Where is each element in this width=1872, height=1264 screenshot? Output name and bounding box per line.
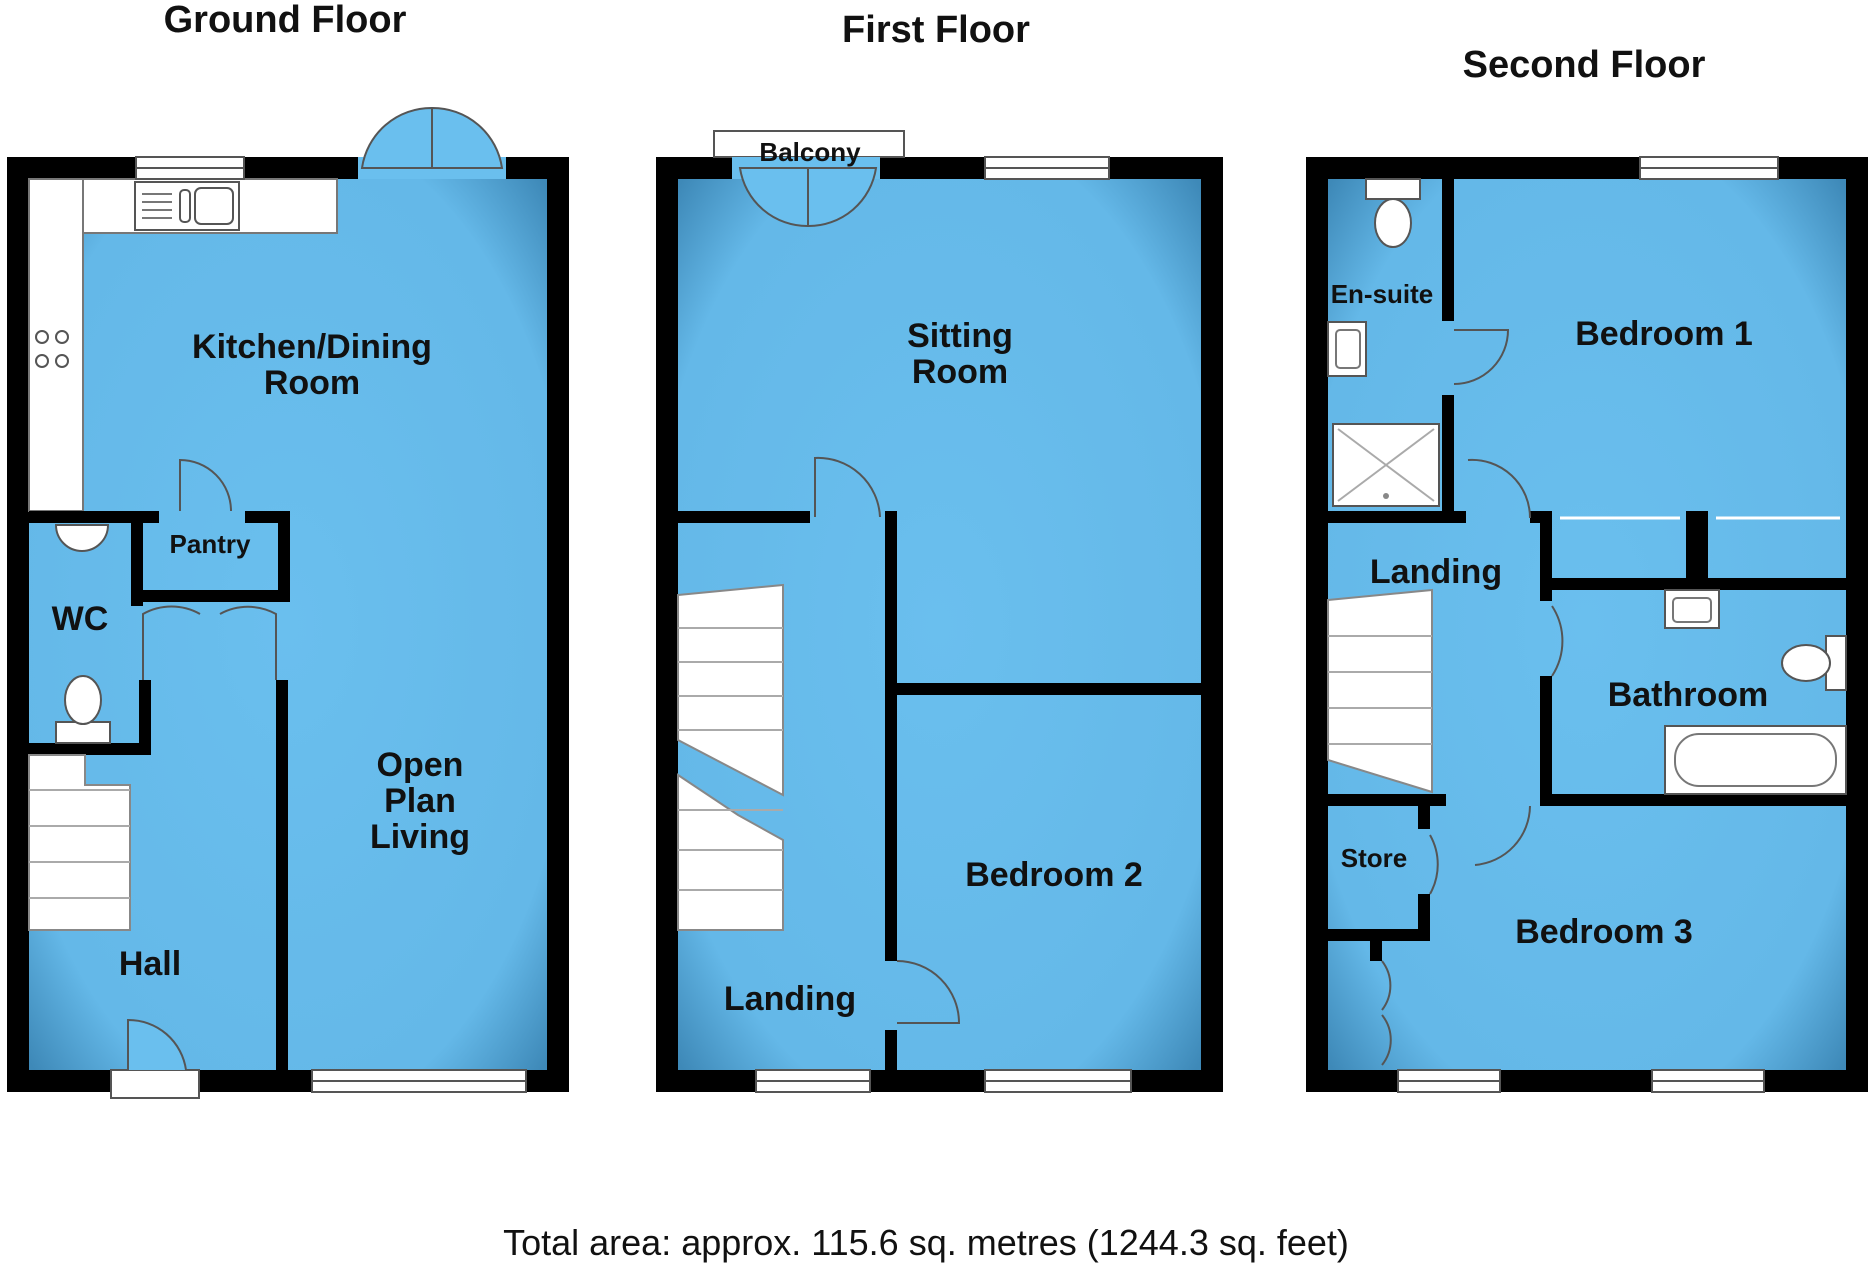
door-icon [1381,960,1392,1066]
basin-icon [1664,589,1720,629]
room-label-kitchen-dining: Kitchen/Dining [192,328,432,366]
shower-icon [1332,423,1440,507]
french-doors-icon [358,106,506,179]
front-door-icon [110,1018,200,1099]
second-floor-plan: Second Floor [1306,44,1868,1093]
window-icon [1651,1069,1765,1093]
room-label-bathroom: Bathroom [1608,676,1769,714]
door-icon [814,456,881,518]
total-area-caption: Total area: approx. 115.6 sq. metres (12… [503,1222,1349,1263]
window-icon [135,156,245,180]
room-label-open-plan-living: Living [370,818,470,856]
door-icon [179,458,232,512]
kitchen-counter [28,178,338,512]
toilet-icon [1365,178,1421,248]
room-label-balcony: Balcony [759,137,861,167]
room-label-hall: Hall [119,945,181,983]
first-floor-plan: First Floor [656,9,1223,1093]
first-interior-walls [678,511,1201,1070]
door-icon [1551,605,1564,677]
first-floor-title: First Floor [842,9,1030,51]
room-label-store: Store [1341,843,1407,873]
second-floor-title: Second Floor [1463,44,1706,86]
window-icon [984,156,1110,180]
bath-icon [1664,725,1847,795]
window-icon [755,1069,871,1093]
door-icon [1429,834,1439,895]
room-label-bedroom-2: Bedroom 2 [965,856,1143,894]
door-icon [896,960,961,1024]
door-icon [1453,329,1510,385]
stairs-icon [677,583,784,931]
toilet-icon [1781,635,1847,691]
window-icon [984,1069,1132,1093]
sink-icon [134,181,240,231]
room-label-wc: WC [52,600,109,638]
basin-icon [1327,321,1367,377]
room-label-sitting-room: Room [912,353,1008,391]
room-label-kitchen-dining-room: Room [264,364,360,402]
balcony-icon [713,130,905,228]
ground-interior-walls [29,511,290,1070]
room-label-second-landing: Landing [1370,553,1502,591]
ground-floor-plan: Ground Floor [7,0,569,1099]
second-interior-walls [1328,179,1846,961]
room-label-first-landing: Landing [724,980,856,1018]
basin-icon [54,524,110,552]
window-icon [1639,156,1779,180]
hob-icon [35,330,69,368]
window-icon [311,1069,527,1093]
stairs-icon [28,754,131,931]
door-icon [142,605,201,680]
door-icon [1474,805,1531,866]
room-label-open-plan-2: Plan [384,782,456,820]
room-label-en-suite: En-suite [1331,279,1434,309]
window-icon [1397,1069,1501,1093]
room-label-open-plan: Open [377,746,464,784]
room-label-pantry: Pantry [170,529,251,559]
toilet-icon [55,675,111,744]
room-label-bedroom-3: Bedroom 3 [1515,913,1693,951]
ground-floor-title: Ground Floor [164,0,407,41]
room-label-sitting: Sitting [907,317,1013,355]
door-icon [219,605,277,680]
room-label-bedroom-1: Bedroom 1 [1575,315,1753,353]
door-icon [1467,458,1532,519]
stairs-icon [1327,588,1433,794]
